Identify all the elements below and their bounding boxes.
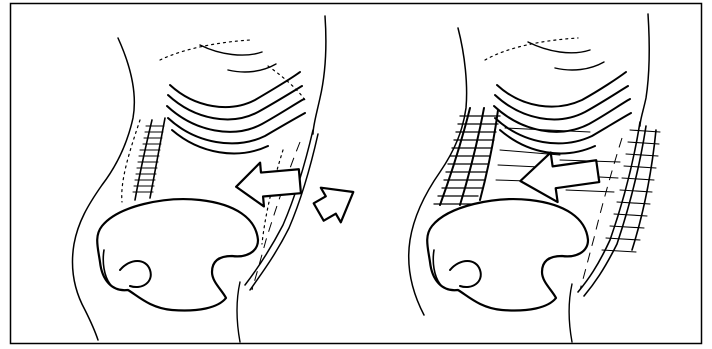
- right-panel: [409, 14, 660, 342]
- left-panel: [72, 16, 363, 342]
- left-hatched-column: [122, 118, 165, 202]
- rib-arcs: [494, 42, 631, 153]
- spine-contour: [569, 284, 572, 342]
- pelvis-bone: [97, 199, 258, 310]
- body-contour-right: [640, 14, 649, 126]
- body-contour-left: [72, 38, 134, 340]
- abdominal-wall-lines: [245, 130, 318, 290]
- outward-arrow-icon: [309, 175, 364, 230]
- rib-arcs: [167, 45, 305, 153]
- dotted-outline-top: [160, 40, 250, 60]
- right-hatched-column: [560, 122, 660, 296]
- inward-arrow-icon: [517, 146, 601, 206]
- body-contour-right: [313, 16, 326, 134]
- spine-contour: [237, 282, 240, 342]
- dotted-outline-top: [485, 38, 578, 60]
- pelvis-bone: [427, 199, 588, 310]
